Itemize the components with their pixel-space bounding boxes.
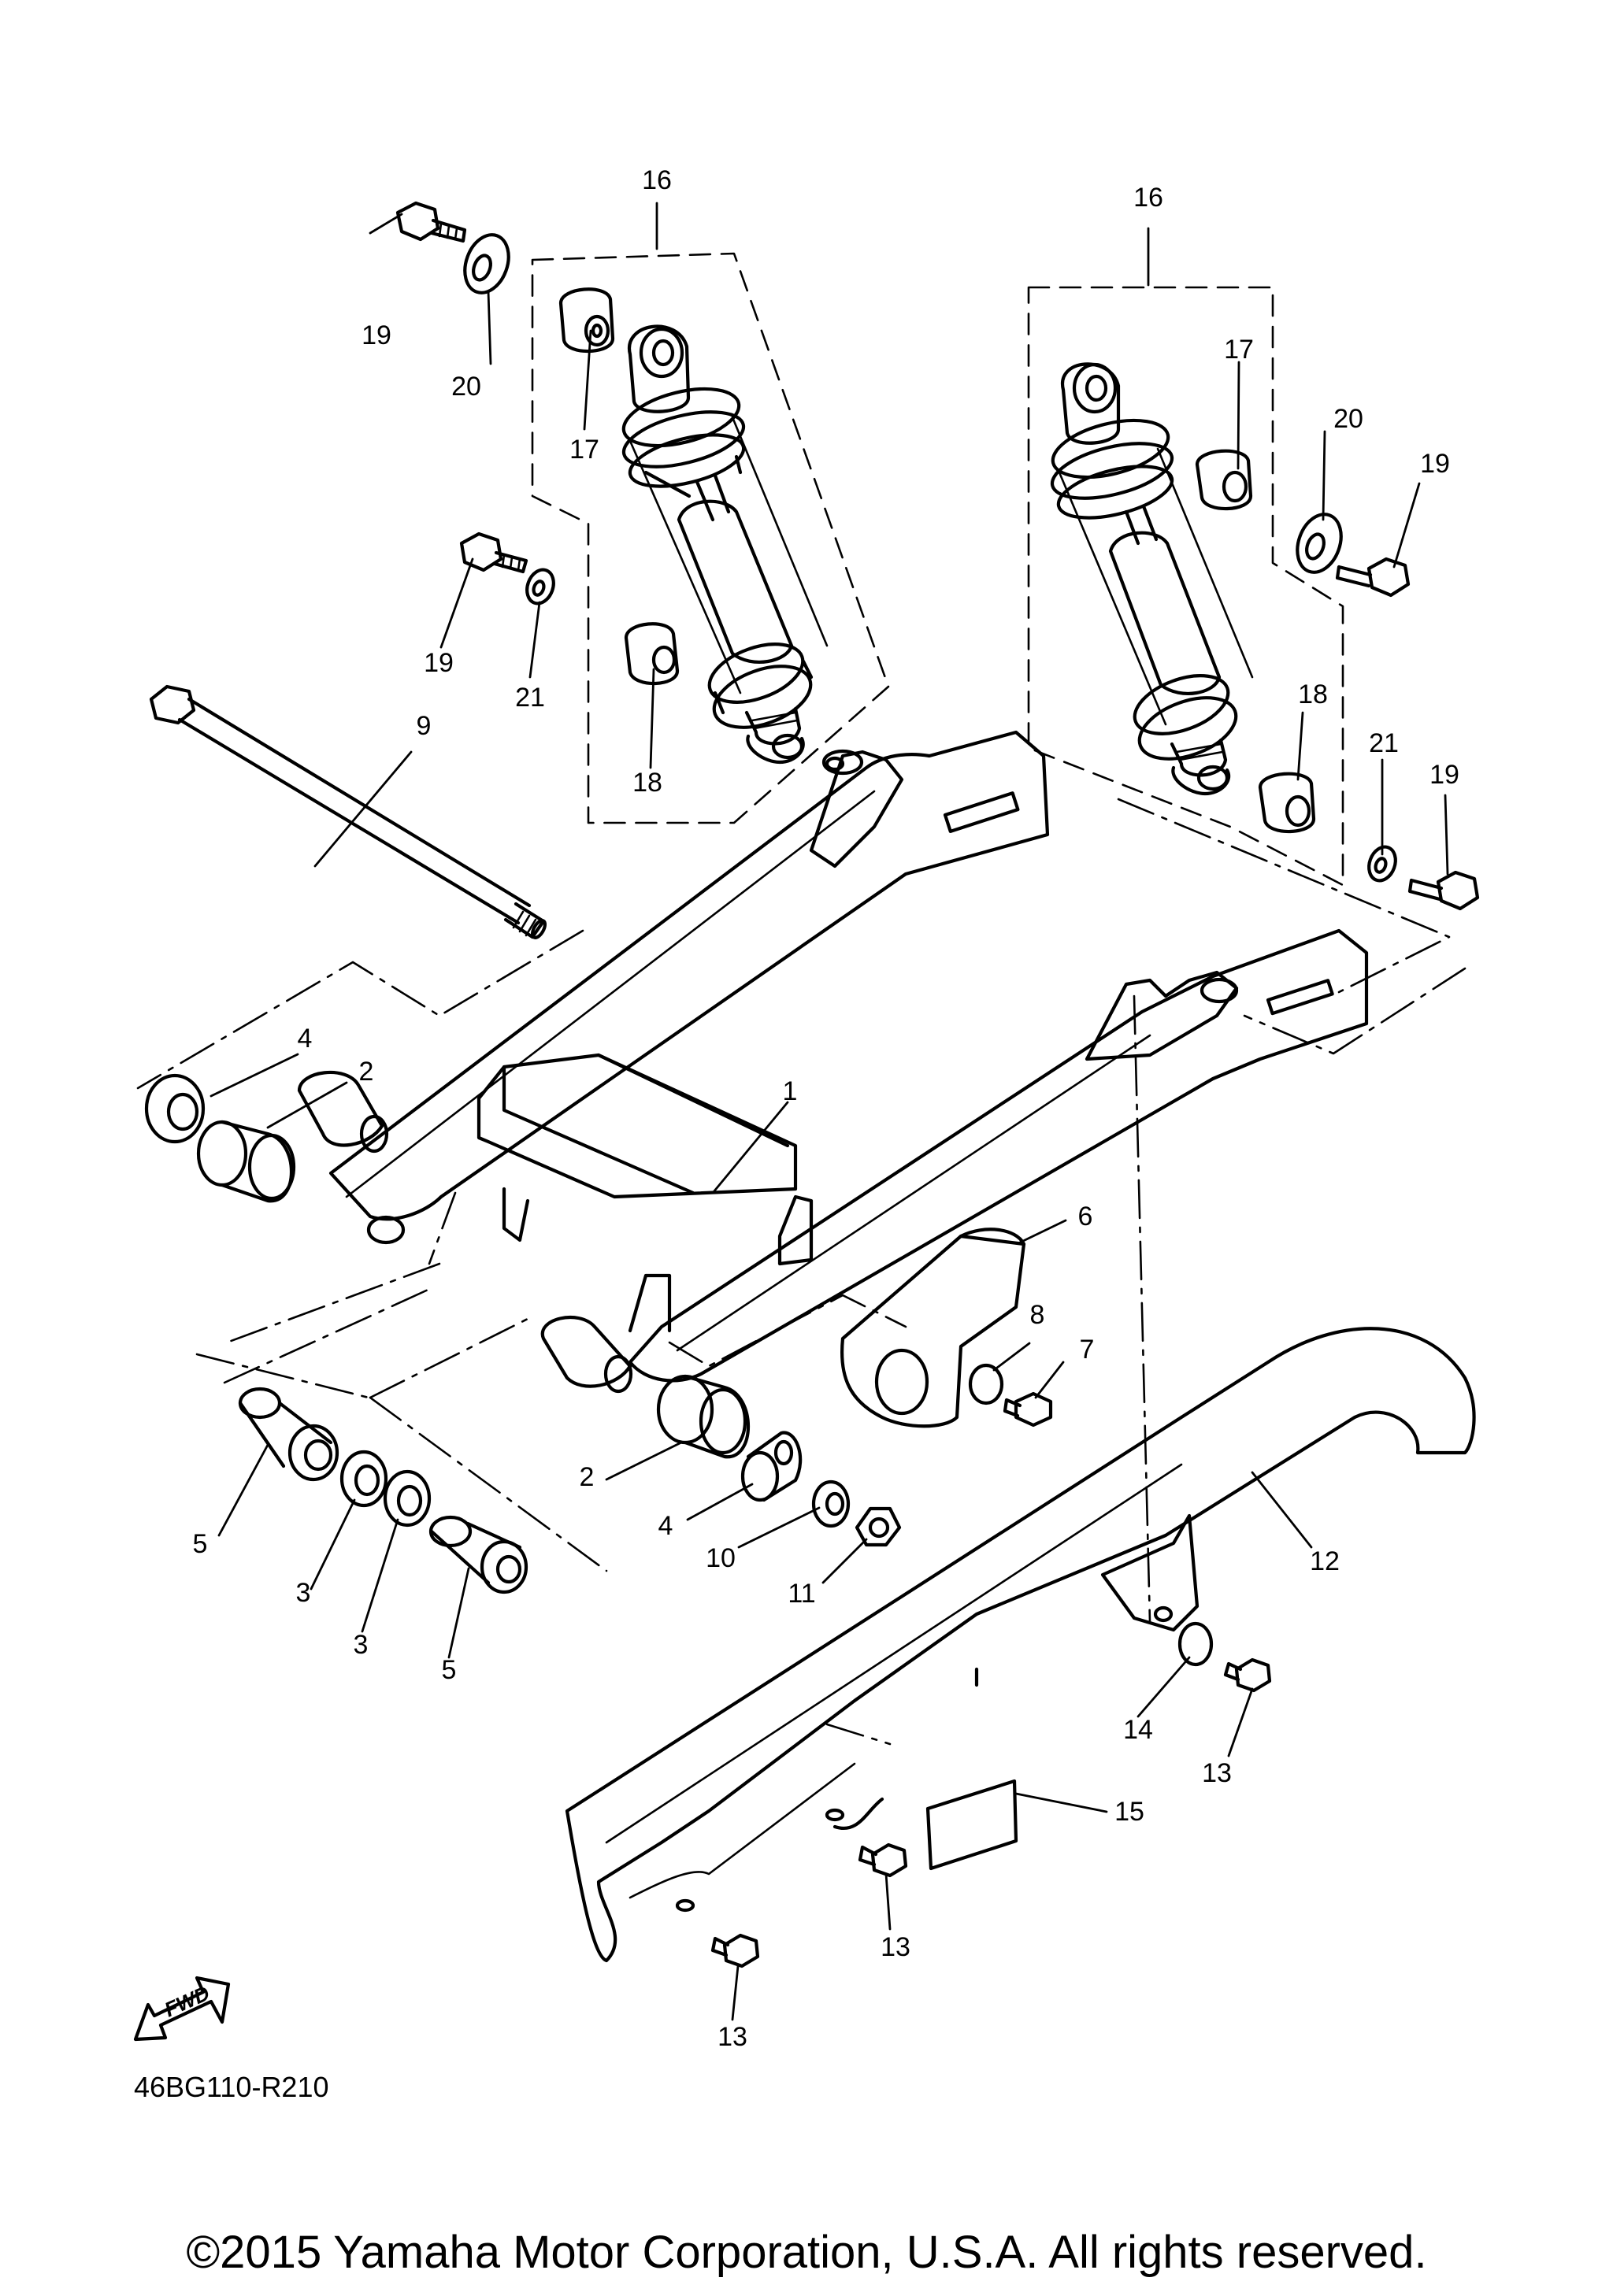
bolt-part-7 (1003, 1391, 1053, 1428)
pivot-shaft-part-9 (149, 684, 547, 939)
callout-17-right: 17 (1224, 335, 1254, 365)
fwd-label: FWD (161, 1981, 213, 2022)
callout-3-upper: 3 (296, 1578, 311, 1608)
washer-part-8 (968, 1363, 1004, 1405)
bracket-part-6 (840, 1228, 1026, 1428)
callout-21-left: 21 (515, 683, 545, 713)
bush-part-18-left (624, 622, 680, 686)
callout-19-right-upper: 19 (1420, 449, 1450, 479)
oil-seal-part-4-lower (740, 1431, 803, 1502)
thrust-washer-part-3-upper (339, 1450, 388, 1508)
callout-1: 1 (783, 1076, 798, 1106)
callout-4-upper: 4 (298, 1024, 313, 1054)
leader-lines (210, 202, 1449, 2021)
washer-part-21-mid-left (525, 568, 555, 605)
bushing-part-2-upper (196, 1120, 296, 1203)
flange-bolt-part-19-right-upper (1335, 557, 1411, 598)
diagram-code: 46BG110-R210 (134, 2071, 329, 2103)
callout-17-left: 17 (569, 435, 599, 465)
screw-part-13-left (710, 1933, 760, 1968)
bushing-part-2-lower (656, 1374, 750, 1459)
nut-part-11 (855, 1506, 902, 1547)
collar-part-5-right (428, 1515, 528, 1594)
screw-part-13-middle (858, 1842, 908, 1878)
chain-case-part-12 (565, 1327, 1476, 1963)
caution-label-part-15 (925, 1779, 1018, 1871)
callout-10: 10 (706, 1543, 736, 1573)
rear-shock-absorber-right (1050, 362, 1254, 796)
callout-9: 9 (417, 711, 432, 741)
flange-bolt-part-19-mid-left (459, 531, 528, 574)
callout-18-right: 18 (1298, 680, 1328, 709)
callout-13-left: 13 (718, 2022, 747, 2052)
callout-8: 8 (1030, 1300, 1045, 1330)
callout-21-right: 21 (1369, 728, 1399, 758)
callout-3-lower: 3 (354, 1630, 369, 1660)
callout-15: 15 (1114, 1797, 1144, 1827)
screw-part-13-right (1223, 1657, 1272, 1693)
callout-16-right: 16 (1133, 183, 1163, 213)
callout-5-left: 5 (193, 1529, 208, 1559)
collar-part-5-left (238, 1387, 339, 1482)
callout-19-mid-left: 19 (424, 648, 454, 678)
callout-2-upper: 2 (359, 1057, 374, 1087)
callout-18-left: 18 (632, 768, 662, 798)
swingarm-part-1 (297, 730, 1369, 1394)
bush-part-17-left (558, 287, 615, 354)
thrust-washer-part-3-lower (383, 1469, 432, 1528)
rear-shock-absorber-left (621, 324, 829, 765)
callout-16-left: 16 (642, 165, 672, 195)
washer-part-20-upper-left (463, 233, 510, 294)
callout-19-upper-left: 19 (362, 320, 391, 350)
callout-7: 7 (1080, 1335, 1095, 1365)
bush-part-17-right (1195, 449, 1253, 511)
washer-part-14 (1177, 1621, 1214, 1667)
washer-part-20-right (1296, 513, 1343, 574)
flange-bolt-part-19-upper-left (395, 201, 467, 243)
callout-6: 6 (1078, 1202, 1093, 1231)
bush-part-18-right (1258, 772, 1316, 834)
shock-absorber-group-right-outline (1027, 286, 1344, 887)
callout-13-middle: 13 (881, 1932, 910, 1962)
callout-11: 11 (788, 1579, 815, 1609)
callout-5-right: 5 (442, 1655, 457, 1685)
oil-seal-part-4-upper (144, 1073, 206, 1144)
callout-13-right: 13 (1202, 1758, 1232, 1788)
flange-bolt-part-19-right-lower (1407, 870, 1480, 911)
callout-20-left: 20 (451, 372, 481, 402)
forward-arrow-icon: FWD (133, 1976, 231, 2042)
shock-absorber-group-left-outline (531, 252, 890, 824)
callout-20-right: 20 (1333, 404, 1363, 434)
washer-part-21-right (1367, 845, 1397, 883)
washer-part-10 (811, 1479, 851, 1528)
callout-4-lower: 4 (658, 1511, 673, 1541)
reference-lines (136, 798, 1467, 1746)
callout-19-right-lower: 19 (1429, 760, 1459, 790)
callout-numbers: 16 16 19 20 17 19 21 18 17 20 19 18 21 1… (193, 165, 1459, 2052)
callout-14: 14 (1123, 1715, 1153, 1745)
callout-12: 12 (1310, 1546, 1340, 1576)
copyright-notice: ©2015 Yamaha Motor Corporation, U.S.A. A… (186, 2227, 1426, 2278)
callout-2-lower: 2 (580, 1462, 595, 1492)
